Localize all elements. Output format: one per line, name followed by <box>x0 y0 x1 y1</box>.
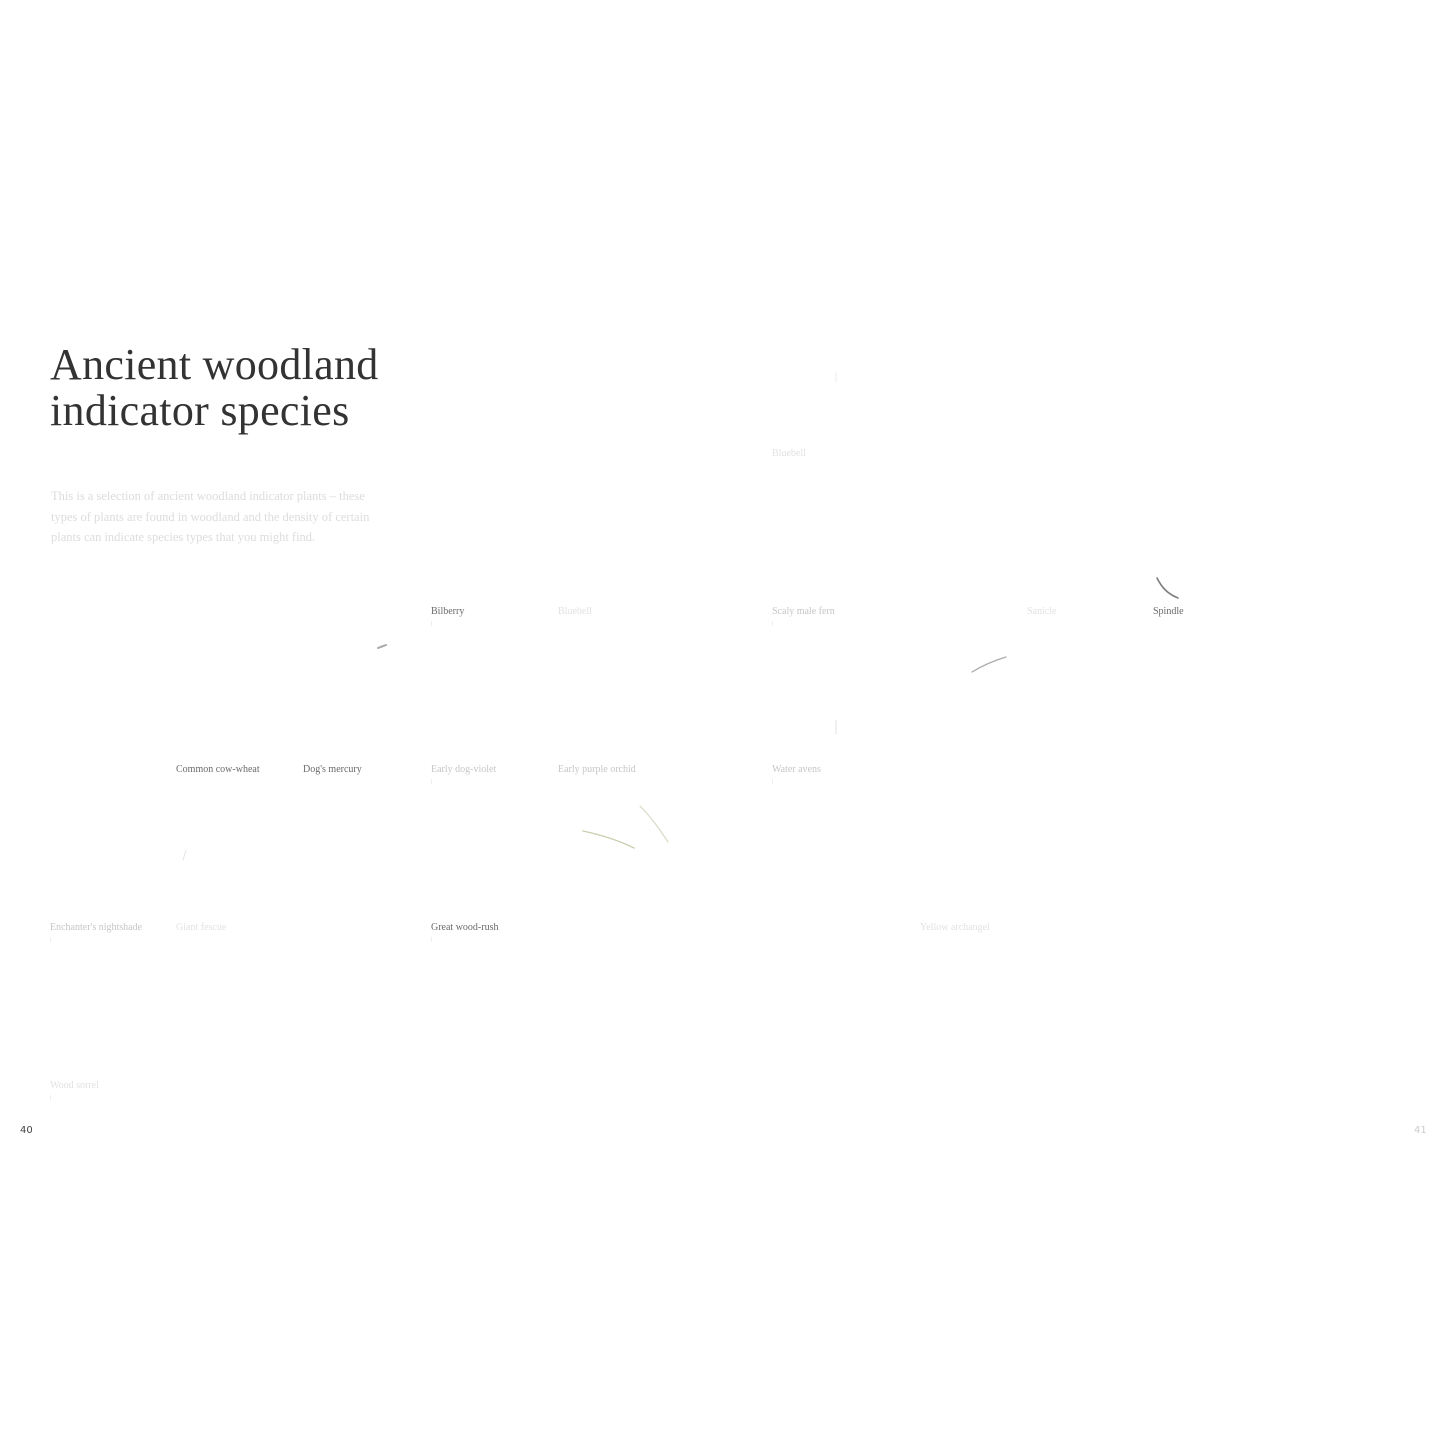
latin-name-mark <box>50 1095 55 1100</box>
species-name: Spindle <box>1153 606 1184 617</box>
leaf-fragment <box>971 656 1007 673</box>
page-number-right: 41 <box>1414 1125 1427 1136</box>
species-label: Sanicle <box>1027 606 1056 618</box>
species-name: Enchanter's nightshade <box>50 922 143 933</box>
species-name: Great wood-rush <box>431 922 499 933</box>
title-line-1: Ancient woodland <box>50 340 379 389</box>
species-label: Bluebell <box>772 448 806 460</box>
species-name: Bluebell <box>558 606 592 617</box>
latin-name-mark <box>431 937 436 942</box>
species-name: Wood sorrel <box>50 1080 99 1091</box>
species-label: Early dog-violet <box>431 764 496 784</box>
latin-name-mark <box>50 937 55 942</box>
species-label: Spindle <box>1153 606 1184 618</box>
species-name: Bluebell <box>772 448 806 459</box>
species-label: Wood sorrel <box>50 1080 99 1100</box>
species-label: Water avens <box>772 764 821 784</box>
species-name: Common cow-wheat <box>176 764 260 775</box>
species-label: Common cow-wheat <box>176 764 260 776</box>
stem-fragment <box>377 644 387 649</box>
species-label: Yellow archangel <box>920 922 990 934</box>
species-label: Early purple orchid <box>558 764 636 776</box>
stem-fragment <box>182 849 187 861</box>
species-name: Sanicle <box>1027 606 1057 617</box>
latin-name-mark <box>772 621 777 626</box>
species-label: Scaly male fern <box>772 606 835 626</box>
latin-name-mark <box>431 779 436 784</box>
species-label: Bluebell <box>558 606 592 618</box>
species-name: Giant fescue <box>176 922 227 933</box>
page-number-left: 40 <box>20 1125 33 1136</box>
species-name: Early dog-violet <box>431 764 497 775</box>
species-label: Bilberry <box>431 606 464 626</box>
species-name: Early purple orchid <box>558 764 636 775</box>
species-name: Water avens <box>772 764 821 775</box>
species-label: Enchanter's nightshade <box>50 922 142 942</box>
species-name: Yellow archangel <box>920 922 990 933</box>
spindle-twig <box>1156 577 1179 599</box>
orchid-leaf <box>582 830 635 849</box>
species-label: Dog's mercury <box>303 764 362 776</box>
page-title: Ancient woodland indicator species <box>50 342 379 434</box>
intro-paragraph: This is a selection of ancient woodland … <box>51 489 370 544</box>
latin-name-mark <box>431 621 436 626</box>
species-label: Giant fescue <box>176 922 226 934</box>
orchid-leaf <box>639 805 669 843</box>
species-name: Dog's mercury <box>303 764 362 775</box>
species-label: Great wood-rush <box>431 922 498 942</box>
title-line-2: indicator species <box>50 386 350 435</box>
species-name: Scaly male fern <box>772 606 835 617</box>
latin-name-mark <box>772 779 777 784</box>
species-name: Bilberry <box>431 606 465 617</box>
